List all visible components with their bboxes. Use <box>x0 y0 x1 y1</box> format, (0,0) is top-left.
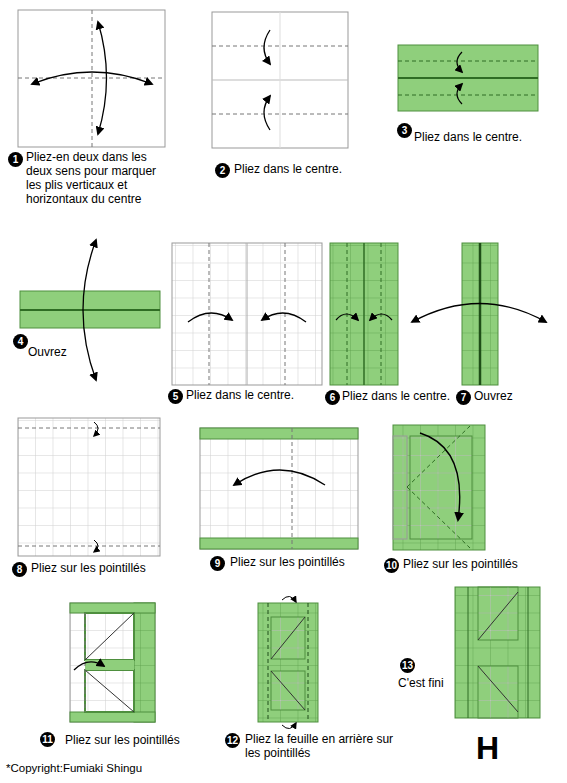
step6-grid <box>330 243 398 385</box>
step-caption: Pliez sur les pointillés <box>65 733 180 747</box>
step-number: 13 <box>400 658 415 673</box>
step-number: 6 <box>325 390 340 405</box>
step9-grid <box>200 428 358 549</box>
step-number: 2 <box>215 163 230 178</box>
step-number: 4 <box>13 334 28 349</box>
step-caption: Pliez dans le centre. <box>186 388 294 402</box>
step-number: 10 <box>384 558 399 573</box>
step-caption: Pliez sur les pointillés <box>230 555 345 569</box>
step-caption: Pliez sur les pointillés <box>403 557 518 571</box>
step7-strip <box>412 243 546 385</box>
step-caption: Pliez la feuille en arrière sur les poin… <box>245 732 405 760</box>
step-caption: Pliez dans le centre. <box>234 162 342 176</box>
step2-square <box>212 12 348 148</box>
step-number: 1 <box>8 152 23 167</box>
step-number: 11 <box>40 732 55 747</box>
step-caption: Ouvrez <box>474 389 513 403</box>
step-number: 8 <box>12 562 27 577</box>
step-caption: Pliez dans le centre. <box>414 130 522 144</box>
step-number: 5 <box>168 389 183 404</box>
step11-shape <box>70 603 155 722</box>
step-number: 12 <box>225 733 240 748</box>
result-letter: H <box>476 731 499 765</box>
step-number: 7 <box>456 390 471 405</box>
step-caption: Pliez-en deux dans les deux sens pour ma… <box>26 150 166 206</box>
step4-strip <box>20 240 160 380</box>
step-caption: Pliez dans le centre. <box>342 389 450 403</box>
step-number: 9 <box>210 556 225 571</box>
step3-strip <box>398 45 538 111</box>
step-caption: Pliez sur les pointillés <box>31 561 146 575</box>
step8-grid <box>18 418 160 556</box>
step-caption: Ouvrez <box>28 345 67 359</box>
step-caption: C'est fini <box>398 676 444 690</box>
step13-letter <box>455 587 540 718</box>
step12-shape <box>258 596 318 728</box>
step10-shape <box>393 425 485 550</box>
step1-square <box>18 10 165 147</box>
step-number: 3 <box>397 123 412 138</box>
copyright-note: *Copyright:Fumiaki Shingu <box>6 762 142 774</box>
step5-grid <box>172 243 322 385</box>
